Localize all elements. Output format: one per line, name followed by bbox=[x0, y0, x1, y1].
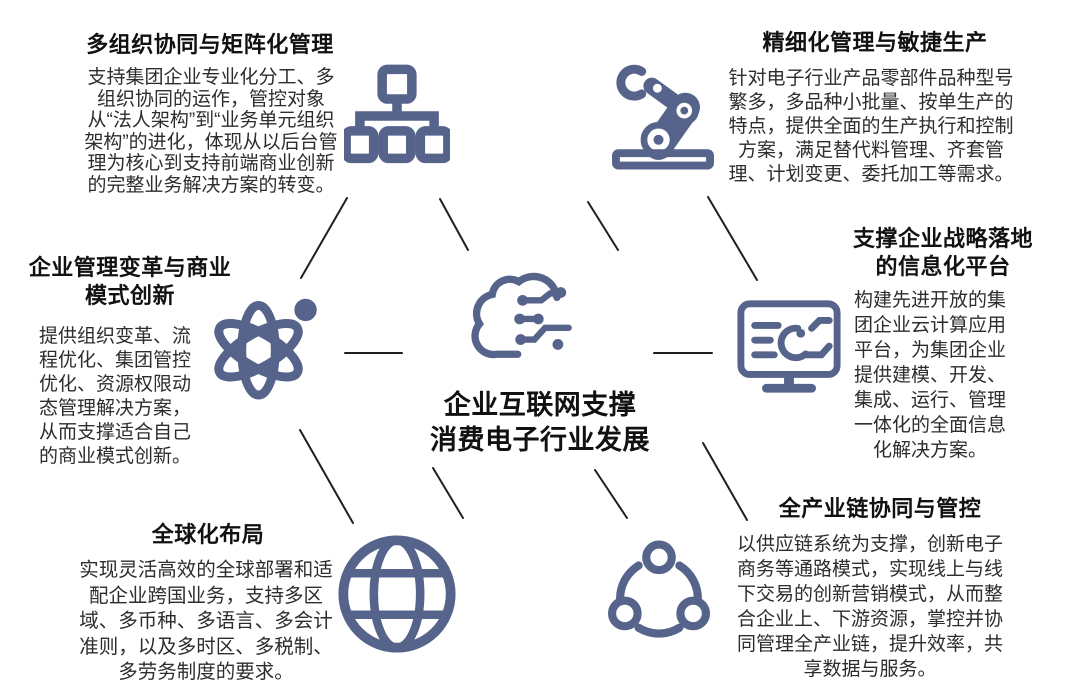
robot-arm-icon bbox=[607, 56, 719, 172]
share-network-icon bbox=[608, 537, 710, 645]
monitor-circuit-icon bbox=[735, 297, 843, 397]
node-title-it-platform: 支撑企业战略落地的信息化平台 bbox=[852, 226, 1033, 279]
connector-orgchart-cloud bbox=[439, 198, 469, 251]
connector-orgchart-atom bbox=[300, 197, 348, 279]
connector-atom-globe bbox=[299, 429, 354, 524]
connector-robot-monitor bbox=[707, 196, 758, 281]
node-title-management-reform: 企业管理变革与商业模式创新 bbox=[28, 255, 232, 308]
cloud-circuit-icon bbox=[466, 268, 590, 366]
node-body-industry-chain: 以供应链系统为支撑，创新电子商务等通路模式，实现线上与线下交易的创新营销模式，从… bbox=[736, 534, 1003, 680]
connector-robot-cloud bbox=[587, 201, 619, 251]
atom-icon bbox=[207, 292, 319, 404]
node-body-agile-production: 针对电子行业产品零部件品种型号繁多，多品种小批量、按单生产的特点，提供全面的生产… bbox=[728, 68, 1014, 185]
globe-icon bbox=[336, 533, 458, 655]
center-caption-line2: 消费电子行业发展 bbox=[430, 425, 650, 455]
connector-cloud-globe bbox=[432, 467, 464, 519]
node-title-globalization: 全球化布局 bbox=[151, 522, 265, 547]
node-body-management-reform: 提供组织变革、流程优化、集团管控优化、资源权限动态管理解决方案，从而支撑适合自己… bbox=[38, 326, 191, 467]
node-body-multi-org: 支持集团企业专业化分工、多组织协同的运作，管控对象从“法人架构”到“业务单元组织… bbox=[84, 67, 338, 196]
node-title-industry-chain: 全产业链协同与管控 bbox=[778, 496, 982, 521]
node-body-it-platform: 构建先进开放的集团企业云计算应用平台，为集团企业提供建模、开发、集成、运行、管理… bbox=[853, 290, 1006, 461]
connector-cloud-share bbox=[594, 469, 628, 519]
node-body-globalization: 实现灵活高效的全球部署和适配企业跨国业务，支持多区域、多币种、多语言、多会计准则… bbox=[79, 559, 333, 683]
org-chart-icon bbox=[344, 62, 450, 170]
node-title-multi-org: 多组织协同与矩阵化管理 bbox=[86, 32, 334, 57]
center-caption-line1: 企业互联网支撑 bbox=[443, 390, 637, 420]
center-caption: 企业互联网支撑 消费电子行业发展 bbox=[428, 388, 652, 458]
node-title-agile-production: 精细化管理与敏捷生产 bbox=[762, 30, 988, 55]
